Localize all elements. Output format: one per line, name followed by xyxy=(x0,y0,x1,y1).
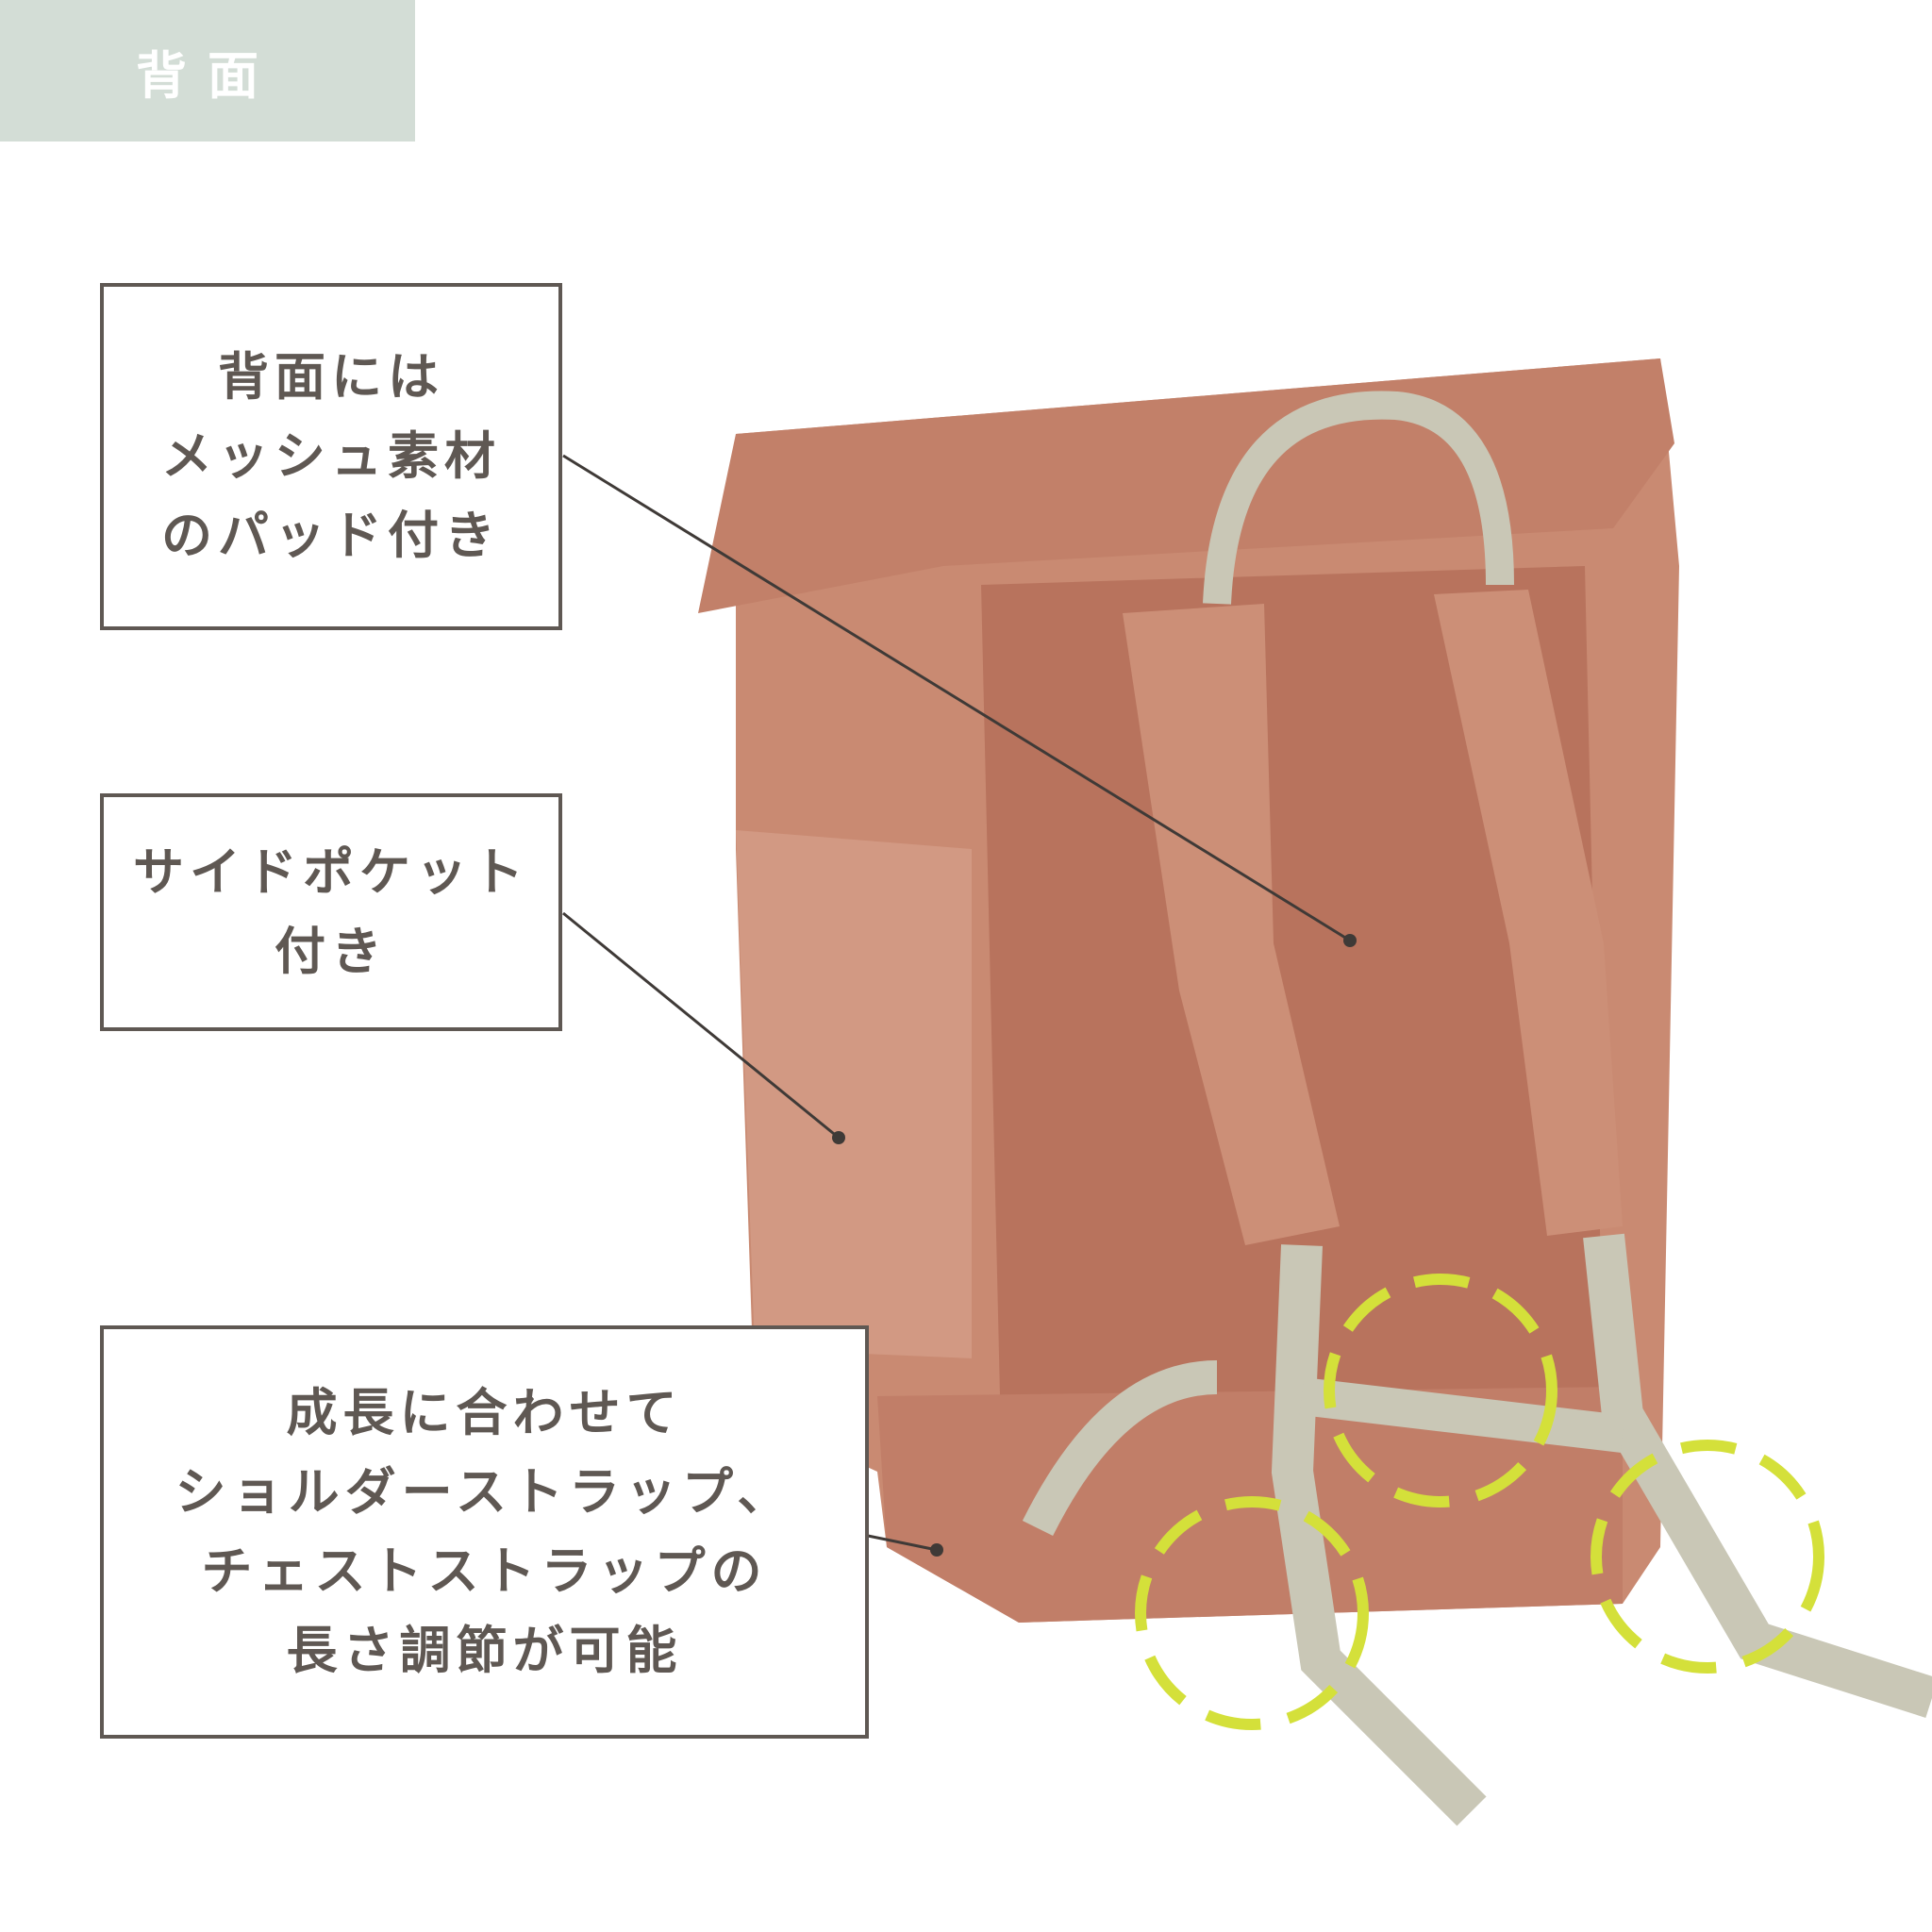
callout-3-dot xyxy=(930,1543,943,1557)
side-pocket xyxy=(736,830,972,1358)
callout-line: のパッド付き xyxy=(161,506,501,565)
callout-line: 長さ調節が可能 xyxy=(286,1621,683,1680)
left-adjust-strap xyxy=(1271,1244,1487,1826)
chest-strap xyxy=(1299,1377,1625,1453)
callout-1-leader xyxy=(562,454,1351,942)
highlight-circle-left-buckle xyxy=(1135,1496,1369,1730)
callout-line: ショルダーストラップ、 xyxy=(175,1462,794,1522)
callout-line: 成長に合わせて xyxy=(286,1383,683,1442)
callout-line: チェストストラップの xyxy=(201,1541,768,1601)
right-shoulder-strap xyxy=(1434,590,1623,1236)
callout-line: メッシュ素材 xyxy=(161,426,501,486)
callout-line: サイドポケット xyxy=(133,842,529,902)
callout-1-dot xyxy=(1343,934,1357,947)
mesh-back-panel xyxy=(981,566,1604,1396)
callout-strap-adjust: 成長に合わせて ショルダーストラップ、 チェストストラップの 長さ調節が可能 xyxy=(100,1325,869,1739)
highlight-circle-right-buckle xyxy=(1591,1440,1824,1674)
callout-line: 付き xyxy=(275,922,388,981)
left-shoulder-strap xyxy=(1123,604,1340,1245)
section-tag: 背面 xyxy=(0,0,415,142)
callout-line: 背面には xyxy=(218,347,444,407)
right-adjust-strap xyxy=(1583,1233,1932,1718)
callout-2-leader xyxy=(562,911,840,1140)
callout-2-dot xyxy=(832,1131,845,1144)
highlight-circle-chest-buckle xyxy=(1324,1274,1557,1507)
lower-strap xyxy=(1022,1360,1218,1537)
callout-side-pocket: サイドポケット 付き xyxy=(100,793,562,1031)
section-tag-label: 背面 xyxy=(136,45,279,106)
callout-mesh-padding: 背面には メッシュ素材 のパッド付き xyxy=(100,283,562,630)
callout-3-leader xyxy=(867,1534,938,1552)
top-handle xyxy=(1203,391,1514,605)
